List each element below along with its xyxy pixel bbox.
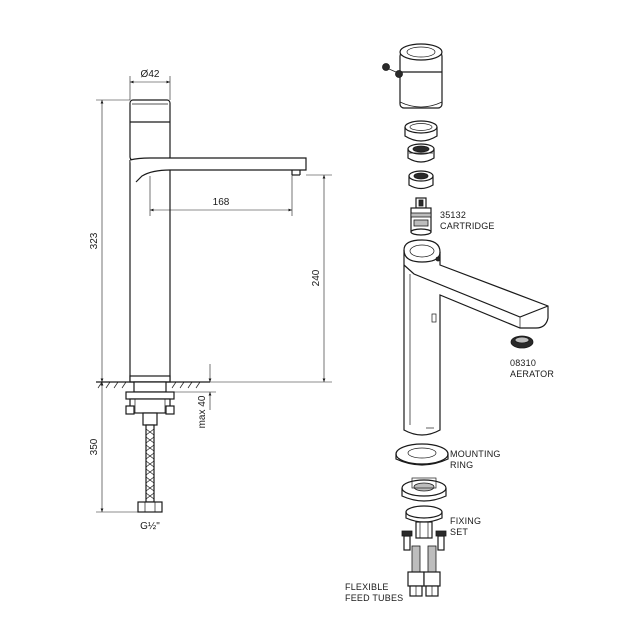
cartridge-part — [410, 197, 432, 236]
exploded-view: 35132 CARTRIDGE 08310 AERATOR MOUNTING R… — [345, 43, 554, 603]
mounting-ring-label-2: RING — [450, 460, 473, 470]
fixing-set-label-1: FIXING — [450, 516, 481, 526]
dim-max-deck: max 40 — [197, 395, 208, 428]
dim-below-deck: 350 — [89, 438, 100, 455]
mounting-ring-part — [395, 443, 449, 466]
fixing-set-part — [401, 477, 447, 551]
cartridge-code-label: 35132 — [440, 210, 466, 220]
retaining-nut — [407, 143, 435, 163]
feed-tubes-label-1: FLEXIBLE — [345, 582, 389, 592]
cover-ring — [404, 120, 438, 142]
cartridge-nut — [408, 170, 434, 190]
dim-spout-reach: 168 — [213, 197, 230, 208]
feed-tubes-label-2: FEED TUBES — [345, 593, 403, 603]
handle-cap — [395, 43, 443, 109]
mounting-ring-label-1: MOUNTING — [450, 449, 501, 459]
handle-body — [129, 99, 171, 161]
grub-screw — [382, 63, 397, 73]
feed-tubes-part — [407, 545, 441, 597]
faucet-body-exploded — [403, 239, 549, 436]
cartridge-name-label: CARTRIDGE — [440, 221, 495, 231]
aerator-code-label: 08310 — [510, 358, 536, 368]
dim-spout-height: 240 — [311, 269, 322, 286]
faucet-spout — [129, 157, 307, 183]
braided-hose — [137, 424, 163, 513]
dim-total-height: 323 — [89, 232, 100, 249]
under-deck-nut — [133, 381, 167, 393]
thread-label: G½" — [140, 521, 160, 532]
dim-diameter: Ø42 — [141, 69, 160, 80]
aerator-part — [510, 335, 534, 349]
side-elevation: Ø42 168 323 240 350 max 40 G½" — [89, 69, 332, 532]
aerator-name-label: AERATOR — [510, 369, 554, 379]
fixing-set-label-2: SET — [450, 527, 468, 537]
